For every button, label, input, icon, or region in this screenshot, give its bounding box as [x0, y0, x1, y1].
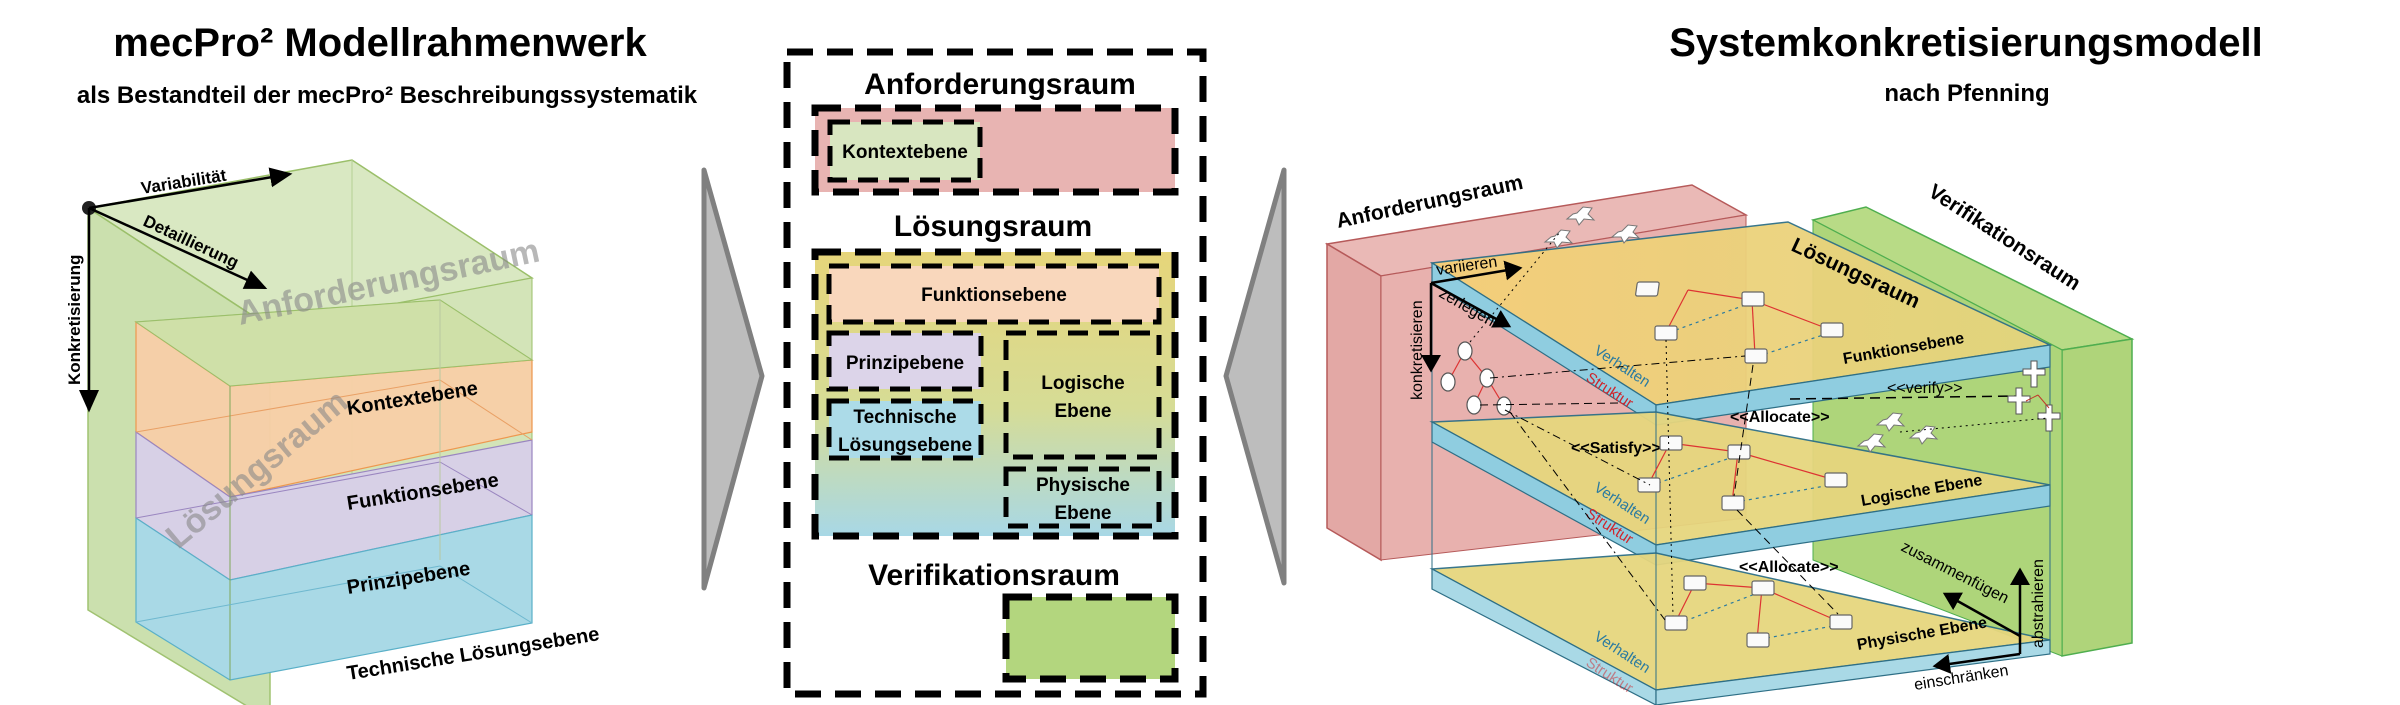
right-panel: Systemkonkretisierungsmodell nach Pfenni… — [1324, 21, 2263, 705]
left-panel: mecPro² Modellrahmenwerk als Bestandteil… — [65, 21, 698, 705]
mid-prinzipebene: Prinzipebene — [846, 353, 964, 374]
mid-logische-2: Ebene — [1054, 401, 1111, 422]
funktionsebene-box — [829, 266, 1159, 322]
star-icon — [1565, 206, 1596, 226]
node-box — [1664, 615, 1688, 631]
label-verify: <<verify>> — [1887, 380, 1963, 397]
middle-outer-frame — [783, 48, 1207, 698]
requirement-circles — [1440, 341, 1512, 416]
cross-icon — [2022, 360, 2046, 388]
mid-title-anforderungsraum: Anforderungsraum — [864, 68, 1136, 101]
level-nodes — [1635, 281, 1853, 648]
trace-links — [1469, 231, 2049, 621]
arrow-einschraenken — [1932, 652, 2021, 674]
cross-icon — [2007, 387, 2031, 415]
arrow-zusammenfuegen — [1942, 592, 2021, 638]
node-box — [1824, 472, 1848, 488]
star-icon — [1875, 412, 1906, 432]
mid-technische-1: Technische — [853, 407, 956, 428]
mid-title-loesungsraum: Lösungsraum — [894, 210, 1092, 243]
star-icon — [1543, 229, 1574, 249]
circle-node — [1457, 341, 1473, 361]
label-allocate-2: <<Allocate>> — [1739, 559, 1839, 576]
node-box — [1635, 281, 1660, 297]
mid-title-verifikationsraum: Verifikationsraum — [868, 559, 1120, 592]
arrow-variieren — [1430, 260, 1523, 285]
technische-loesungsebene-box — [829, 401, 981, 458]
logische-ebene-box — [1003, 330, 1162, 460]
mid-physische-1: Physische — [1036, 475, 1130, 496]
circle-node — [1496, 396, 1512, 416]
verifikationsraum-box — [1006, 597, 1175, 679]
right-title: Systemkonkretisierungsmodell — [1669, 21, 2263, 65]
node-box — [1727, 444, 1751, 460]
axis-detaillierung — [88, 206, 268, 290]
axis-label-konkretisierung: Konkretisierung — [65, 255, 84, 385]
label-konkretisieren: konkretisieren — [1409, 300, 1426, 400]
requirement-stars — [1543, 206, 1939, 453]
physische-ebene-box — [1003, 466, 1162, 529]
label-abstrahieren: abstrahieren — [2030, 559, 2047, 648]
verification-crosses — [2007, 360, 2061, 432]
star-icon — [1610, 224, 1641, 244]
cross-icon — [2037, 404, 2061, 432]
loesungsraum-levels — [1429, 221, 2053, 705]
node-box — [1746, 632, 1770, 648]
star-icon — [1856, 433, 1887, 453]
node-box — [1751, 580, 1775, 596]
arrow-zerlegen — [1430, 281, 1512, 328]
node-box — [1829, 614, 1853, 630]
node-box — [1659, 435, 1683, 451]
circle-node — [1466, 395, 1482, 415]
node-box — [1683, 575, 1707, 591]
circle-node — [1440, 372, 1456, 392]
middle-panel: Anforderungsraum Kontextebene Lösungsrau… — [783, 48, 1207, 698]
right-subtitle: nach Pfenning — [1884, 80, 2049, 107]
action-arrows — [1421, 260, 2030, 674]
node-box — [1721, 495, 1745, 511]
mid-funktionsebene: Funktionsebene — [921, 285, 1067, 306]
mid-physische-2: Ebene — [1054, 503, 1111, 524]
prinzipebene-box — [829, 333, 981, 389]
left-subtitle: als Bestandteil der mecPro² Beschreibung… — [77, 82, 698, 109]
mid-kontextebene: Kontextebene — [842, 142, 968, 163]
node-box — [1654, 325, 1678, 341]
node-box — [1820, 322, 1844, 338]
star-icon — [1908, 425, 1939, 445]
label-allocate-1: <<Allocate>> — [1730, 409, 1830, 426]
mid-technische-2: Lösungsebene — [838, 435, 972, 456]
label-satisfy: <<Satisfy>> — [1571, 440, 1661, 457]
mid-logische-1: Logische — [1041, 373, 1124, 394]
axis-variabilitaet — [88, 167, 293, 210]
layer-stack — [134, 299, 534, 681]
transition-arrow-left — [1223, 167, 1287, 586]
transition-arrow-right — [701, 167, 765, 591]
node-box — [1741, 291, 1765, 307]
node-box — [1744, 348, 1768, 364]
kontextebene-box — [830, 122, 980, 180]
left-title: mecPro² Modellrahmenwerk — [113, 21, 647, 65]
